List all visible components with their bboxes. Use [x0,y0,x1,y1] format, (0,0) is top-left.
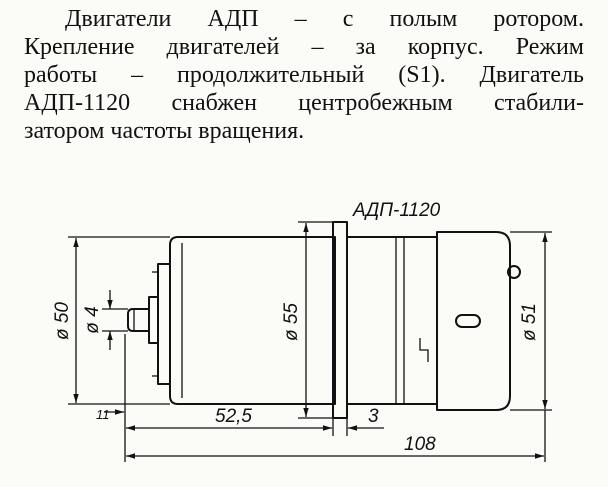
label-52-5: 52,5 [215,406,252,427]
paragraph-line-3: работы – продолжительный (S1). Двигатель [24,62,584,88]
label-d50: ø 50 [52,302,73,340]
paragraph-line-2: Крепление двигателей – за корпус. Режим [24,34,584,60]
shaft [127,308,149,332]
label-d4: ø 4 [82,306,103,333]
label-108: 108 [404,434,436,455]
label-d55: ø 55 [281,303,302,341]
rear-housing [347,236,438,405]
front-cap [157,263,171,385]
description-paragraph: Двигатели АДП – с полым ротором. Креплен… [24,5,584,145]
extension-lines [68,221,552,462]
mounting-flange [332,221,348,419]
stator-housing [169,236,336,405]
shaft-boss [148,296,159,344]
label-11: 11 [96,407,110,422]
motor-body [127,221,521,419]
paragraph-line-4: АДП-1120 снабжен центробежным стабили- [24,90,584,116]
paragraph-line-5: затором частоты вращения. [24,118,305,144]
model-label: АДП-1120 [352,200,441,221]
label-d51: ø 51 [519,303,540,341]
end-bell [436,231,511,411]
dimension-labels: АДП-1120 ø 50 ø 4 ø 55 ø 51 52,5 3 108 1… [52,200,540,455]
label-3: 3 [368,406,379,427]
dimension-lines [73,223,548,459]
paragraph-line-1: Двигатели АДП – с полым ротором. [65,6,584,32]
rear-step-mark [419,338,429,362]
terminal-loop [507,265,521,279]
rear-slot [455,314,481,328]
